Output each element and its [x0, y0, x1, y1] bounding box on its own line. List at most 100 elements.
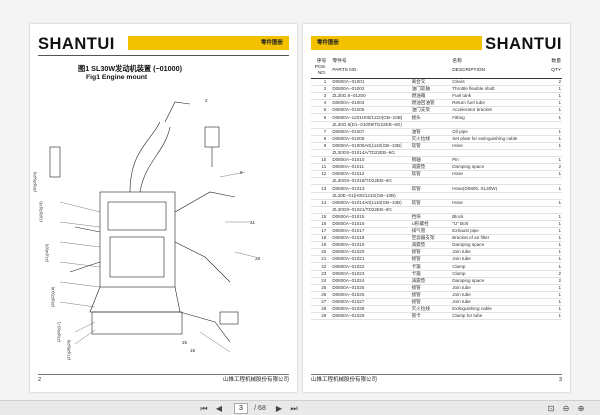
cn-name-cell: 空滤器支架	[410, 234, 452, 243]
pos-cell: 17	[311, 227, 332, 236]
header-desc-cn: 名称	[452, 59, 462, 64]
company-name: 山推工程机械股份有限公司	[311, 377, 378, 383]
cn-name-cell	[410, 121, 452, 129]
header-part: PARTS NO.	[331, 65, 411, 79]
cn-name-cell: 软管	[410, 199, 452, 207]
description-cell	[451, 121, 548, 129]
part-number-cell: D0800A−01009A0(1110(GB−10B)	[331, 142, 411, 150]
pos-cell: 25	[311, 284, 332, 292]
cn-name-cell: U形螺栓	[410, 220, 452, 228]
next-page-icon[interactable]: ▶	[275, 404, 283, 413]
pos-cell: 27	[311, 298, 332, 307]
pos-cell: 20	[311, 248, 332, 257]
svg-text:(1)(2)(3)(19): (1)(2)(3)(19)	[39, 201, 43, 222]
part-number-cell: D0800A−01018	[331, 234, 411, 243]
part-number-cell: ZL30E−01(H00/1210(GB−10B)	[331, 192, 411, 200]
qty-cell: 1	[547, 213, 562, 221]
page-number: 3	[558, 377, 562, 383]
qty-cell: 1	[547, 248, 562, 257]
part-number-cell: D0800A−01028	[331, 305, 411, 314]
pos-cell: 7	[311, 128, 332, 136]
cn-name-cell: 减震垫	[410, 241, 452, 250]
qty-cell: 1	[547, 113, 562, 122]
header-rule	[38, 55, 289, 56]
description-cell	[451, 177, 548, 186]
part-number-cell: D0800A−01008	[331, 135, 411, 143]
qty-cell: 1	[547, 262, 562, 271]
company-name: 山推工程机械股份有限公司	[222, 377, 289, 383]
part-number-cell: D0800A−01021	[331, 255, 411, 264]
qty-cell: 1	[547, 220, 562, 228]
header-band: 零件图册	[128, 36, 289, 50]
part-number-cell: ZL30G8−01018/TD22EB−6G	[331, 177, 411, 186]
pos-cell: 22	[311, 262, 332, 271]
qty-cell	[547, 206, 562, 214]
qty-cell: 2	[547, 270, 562, 278]
header-row-cn: 序号 零件号 名称 数量	[311, 59, 562, 65]
prev-page-icon[interactable]: ◀	[215, 404, 223, 413]
description-cell: Pin	[451, 156, 548, 165]
description-cell: Join tube	[451, 291, 548, 299]
part-number-cell: D0800A−01012	[331, 170, 411, 179]
qty-cell: 2	[547, 163, 562, 172]
pos-cell: 18	[311, 234, 332, 243]
qty-cell: 1	[547, 135, 562, 143]
part-number-cell: D0800A−01004	[331, 99, 411, 108]
callout-label: 28	[255, 256, 261, 261]
description-cell	[451, 192, 548, 200]
description-cell	[451, 149, 548, 158]
fit-page-icon[interactable]: ⊡	[547, 404, 555, 413]
description-cell: Hose	[451, 170, 548, 179]
shantui-logo: SHANTUI	[485, 35, 562, 53]
cn-name-cell: 软管	[410, 184, 452, 193]
pos-cell: 16	[311, 220, 332, 228]
header-band-label: 零件图册	[260, 40, 283, 46]
pos-cell: 24	[311, 277, 332, 285]
description-cell: Join tube	[451, 298, 548, 307]
last-page-icon[interactable]: ⏭	[290, 404, 298, 413]
parts-table-row: ZL30G8−01021/TD22EB−6G	[311, 206, 562, 214]
cn-name-cell: 卡箍	[410, 262, 452, 271]
zoom-out-icon[interactable]: ⊖	[562, 404, 570, 413]
pos-cell: 1	[311, 78, 332, 87]
description-cell: Set plate for extinguishing cable	[451, 135, 548, 143]
header-row-en: POS. NO. PARTS NO. DESCRIPTION QTY	[311, 65, 562, 79]
pos-cell	[311, 177, 332, 186]
description-cell: Join tube	[451, 284, 548, 292]
part-number-cell: D0800A−01027	[331, 298, 411, 307]
qty-cell	[547, 192, 562, 200]
description-cell: Clamp	[451, 270, 548, 278]
pos-cell: 15	[311, 213, 332, 221]
part-number-cell: ZL30G8−01021/TD22EB−6G	[331, 206, 411, 214]
callout-label: 25	[182, 340, 188, 345]
pos-cell	[311, 206, 332, 214]
part-number-cell: D0800A−01017	[331, 227, 411, 236]
header-qty-cn: 数量	[551, 59, 561, 64]
cn-name-cell: 油管	[410, 128, 452, 136]
pos-cell: 26	[311, 291, 332, 299]
cn-name-cell: 燃油箱	[410, 92, 452, 101]
part-number-cell: D0800A−01011	[331, 163, 411, 172]
description-cell: Join tube	[451, 248, 548, 257]
qty-cell: 1	[547, 92, 562, 101]
parts-table: 序号 零件号 名称 数量 POS. NO. PARTS NO. DESCRIPT…	[311, 59, 562, 321]
first-page-icon[interactable]: ⏮	[200, 404, 208, 413]
part-number-cell: D0800A−01026	[331, 291, 411, 299]
zoom-in-icon[interactable]: ⊕	[577, 404, 585, 413]
cn-name-cell: 灭火拉线	[410, 305, 452, 314]
qty-cell: 2	[547, 78, 562, 87]
qty-cell: 1	[547, 291, 562, 299]
description-cell: Return fuel tube	[451, 99, 548, 108]
page-number-input[interactable]	[234, 403, 248, 414]
